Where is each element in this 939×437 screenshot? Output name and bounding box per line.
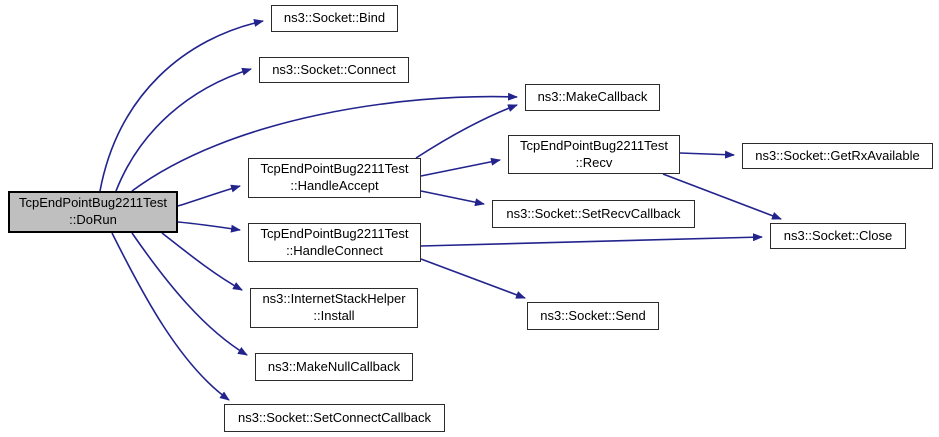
- edge-handleaccept-makecallback: [415, 104, 518, 159]
- edge-handleconnect-close: [420, 233, 763, 247]
- edge-dorun-handleaccept: [177, 184, 241, 207]
- edge-handleconnect-send: [420, 258, 526, 299]
- edge-recv-close: [662, 173, 782, 220]
- node-handle-accept[interactable]: TcpEndPointBug2211Test ::HandleAccept: [248, 158, 421, 198]
- node-make-callback[interactable]: ns3::MakeCallback: [525, 84, 660, 111]
- edge-dorun-setconnectcallback: [111, 232, 230, 401]
- node-make-null-callback[interactable]: ns3::MakeNullCallback: [255, 353, 413, 381]
- edge-handleaccept-setrecvcallback: [420, 190, 485, 207]
- edge-recv-getrxavailable: [679, 150, 735, 159]
- node-socket-bind[interactable]: ns3::Socket::Bind: [271, 5, 398, 32]
- edge-dorun-makecallback: [131, 92, 518, 192]
- node-socket-send[interactable]: ns3::Socket::Send: [527, 302, 659, 330]
- node-socket-set-recv-callback[interactable]: ns3::Socket::SetRecvCallback: [492, 200, 695, 228]
- edge-dorun-handleconnect: [177, 221, 241, 233]
- node-socket-set-connect-callback[interactable]: ns3::Socket::SetConnectCallback: [224, 404, 445, 432]
- node-handle-connect[interactable]: TcpEndPointBug2211Test ::HandleConnect: [248, 223, 421, 262]
- node-socket-connect[interactable]: ns3::Socket::Connect: [259, 57, 409, 83]
- node-socket-close[interactable]: ns3::Socket::Close: [770, 223, 906, 249]
- edge-dorun-bind: [99, 19, 264, 192]
- node-recv[interactable]: TcpEndPointBug2211Test ::Recv: [508, 135, 680, 174]
- edge-dorun-install: [161, 232, 243, 291]
- node-internet-stack-helper-install[interactable]: ns3::InternetStackHelper ::Install: [250, 288, 418, 328]
- edge-dorun-makenullcallback: [131, 232, 248, 356]
- node-dorun: TcpEndPointBug2211Test ::DoRun: [8, 191, 178, 233]
- node-socket-get-rx-available[interactable]: ns3::Socket::GetRxAvailable: [742, 143, 933, 169]
- edge-dorun-connect: [115, 67, 252, 192]
- edge-handleaccept-recv: [420, 157, 501, 177]
